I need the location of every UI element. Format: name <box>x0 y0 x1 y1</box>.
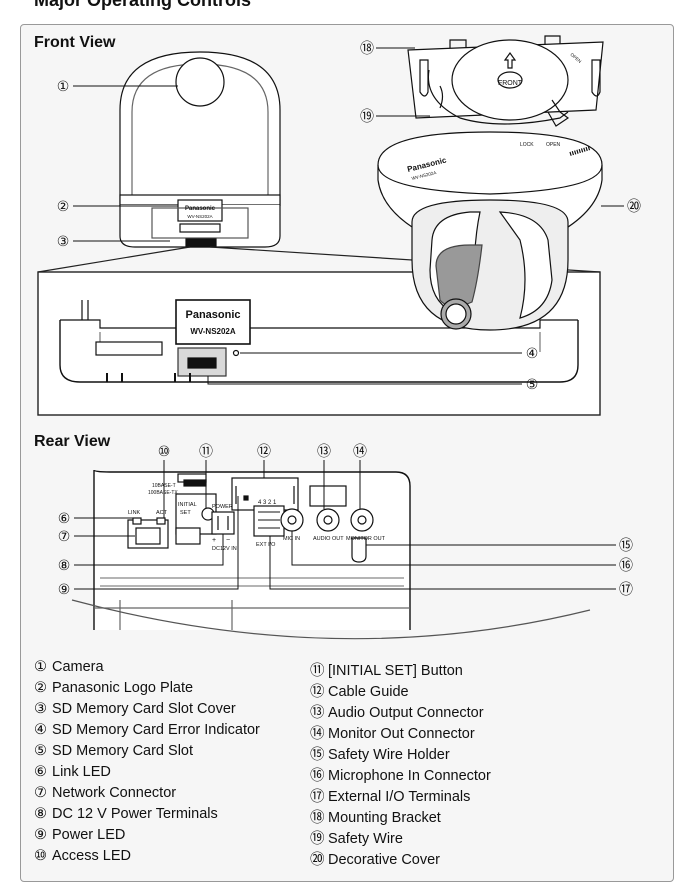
callout-15: ⑮ <box>619 538 633 554</box>
dome-camera <box>377 131 603 331</box>
rear-act-label: ACT <box>156 510 168 516</box>
callout-14: ⑭ <box>353 444 367 460</box>
rear-terminal-numbers: 4 3 2 1 <box>258 500 277 506</box>
rear-100base-label: 100BASE-TX <box>148 490 178 496</box>
leader-lines <box>73 47 624 590</box>
logo-plate <box>177 199 223 222</box>
rear-10base-label: 10BASE-T <box>152 483 176 489</box>
rear-set-label: SET <box>180 510 191 516</box>
rear-mic-in-label: MIC IN <box>283 536 300 542</box>
rear-initial-label: INITIAL <box>178 502 197 508</box>
dc-terminals <box>211 511 235 535</box>
front-model: WV-NS202A <box>187 214 212 219</box>
callout-13: ⑬ <box>317 444 331 460</box>
lens <box>175 57 225 107</box>
callout-17: ⑰ <box>619 582 633 598</box>
link-led <box>132 517 142 525</box>
callout-8: ⑧ <box>58 558 71 574</box>
monitor-out-connector <box>350 508 374 532</box>
access-led <box>156 517 166 525</box>
ext-io-terminals <box>253 505 285 537</box>
dome-open-mark: OPEN <box>546 142 561 148</box>
rear-dc-label: DC12V IN <box>212 546 237 552</box>
callout-4: ④ <box>526 346 539 362</box>
zoom-model: WV-NS202A <box>190 327 236 336</box>
callout-5: ⑤ <box>526 377 539 393</box>
front-view-title: Front View <box>34 34 116 51</box>
audio-out-connector <box>316 508 340 532</box>
zoom-logo-plate <box>175 299 251 345</box>
zoom-sd-slot <box>187 357 217 369</box>
callout-11: ⑪ <box>199 444 213 460</box>
rear-view-title: Rear View <box>34 433 111 450</box>
callout-10: ⑩ <box>158 444 171 460</box>
rear-power-label: POWER <box>212 504 233 510</box>
rear-plus: + <box>212 537 216 544</box>
page-heading: Major Operating Controls <box>34 0 252 10</box>
safety-wire <box>427 69 569 125</box>
rear-audio-out-label: AUDIO OUT <box>313 536 344 542</box>
rear-camera <box>71 469 591 640</box>
front-camera <box>119 51 281 248</box>
callout-2: ② <box>57 199 70 215</box>
safety-wire-holder <box>351 537 367 563</box>
callout-20: ⑳ <box>627 199 641 215</box>
dome-lock-mark: LOCK <box>520 142 534 148</box>
callout-19: ⑲ <box>360 109 374 125</box>
front-zoom-detail <box>59 299 579 383</box>
rear-link-label: LINK <box>128 510 141 516</box>
callout-1: ① <box>57 79 70 95</box>
mounting-bracket <box>407 35 604 127</box>
callout-12: ⑫ <box>257 444 271 460</box>
callout-9: ⑨ <box>58 582 71 598</box>
rear-minus: − <box>226 537 230 544</box>
callout-7: ⑦ <box>58 529 71 545</box>
bracket-front-mark: FRONT <box>498 80 523 87</box>
dome-model: WV-NS202A <box>411 170 437 181</box>
callout-6: ⑥ <box>58 511 71 527</box>
network-connector <box>127 519 169 549</box>
legend-item-11: ⑪[INITIAL SET] Button <box>310 663 463 679</box>
mic-in-connector <box>280 508 304 532</box>
zoom-brand: Panasonic <box>185 309 240 321</box>
front-brand: Panasonic <box>185 206 216 212</box>
rear-ext-io-label: EXT I/O <box>256 542 276 548</box>
zoom-error-indicator <box>232 349 240 357</box>
callout-18: ⑱ <box>360 41 374 57</box>
rear-monitor-out-label: MONITOR OUT <box>346 536 386 542</box>
callout-16: ⑯ <box>619 558 633 574</box>
callout-3: ③ <box>57 234 70 250</box>
